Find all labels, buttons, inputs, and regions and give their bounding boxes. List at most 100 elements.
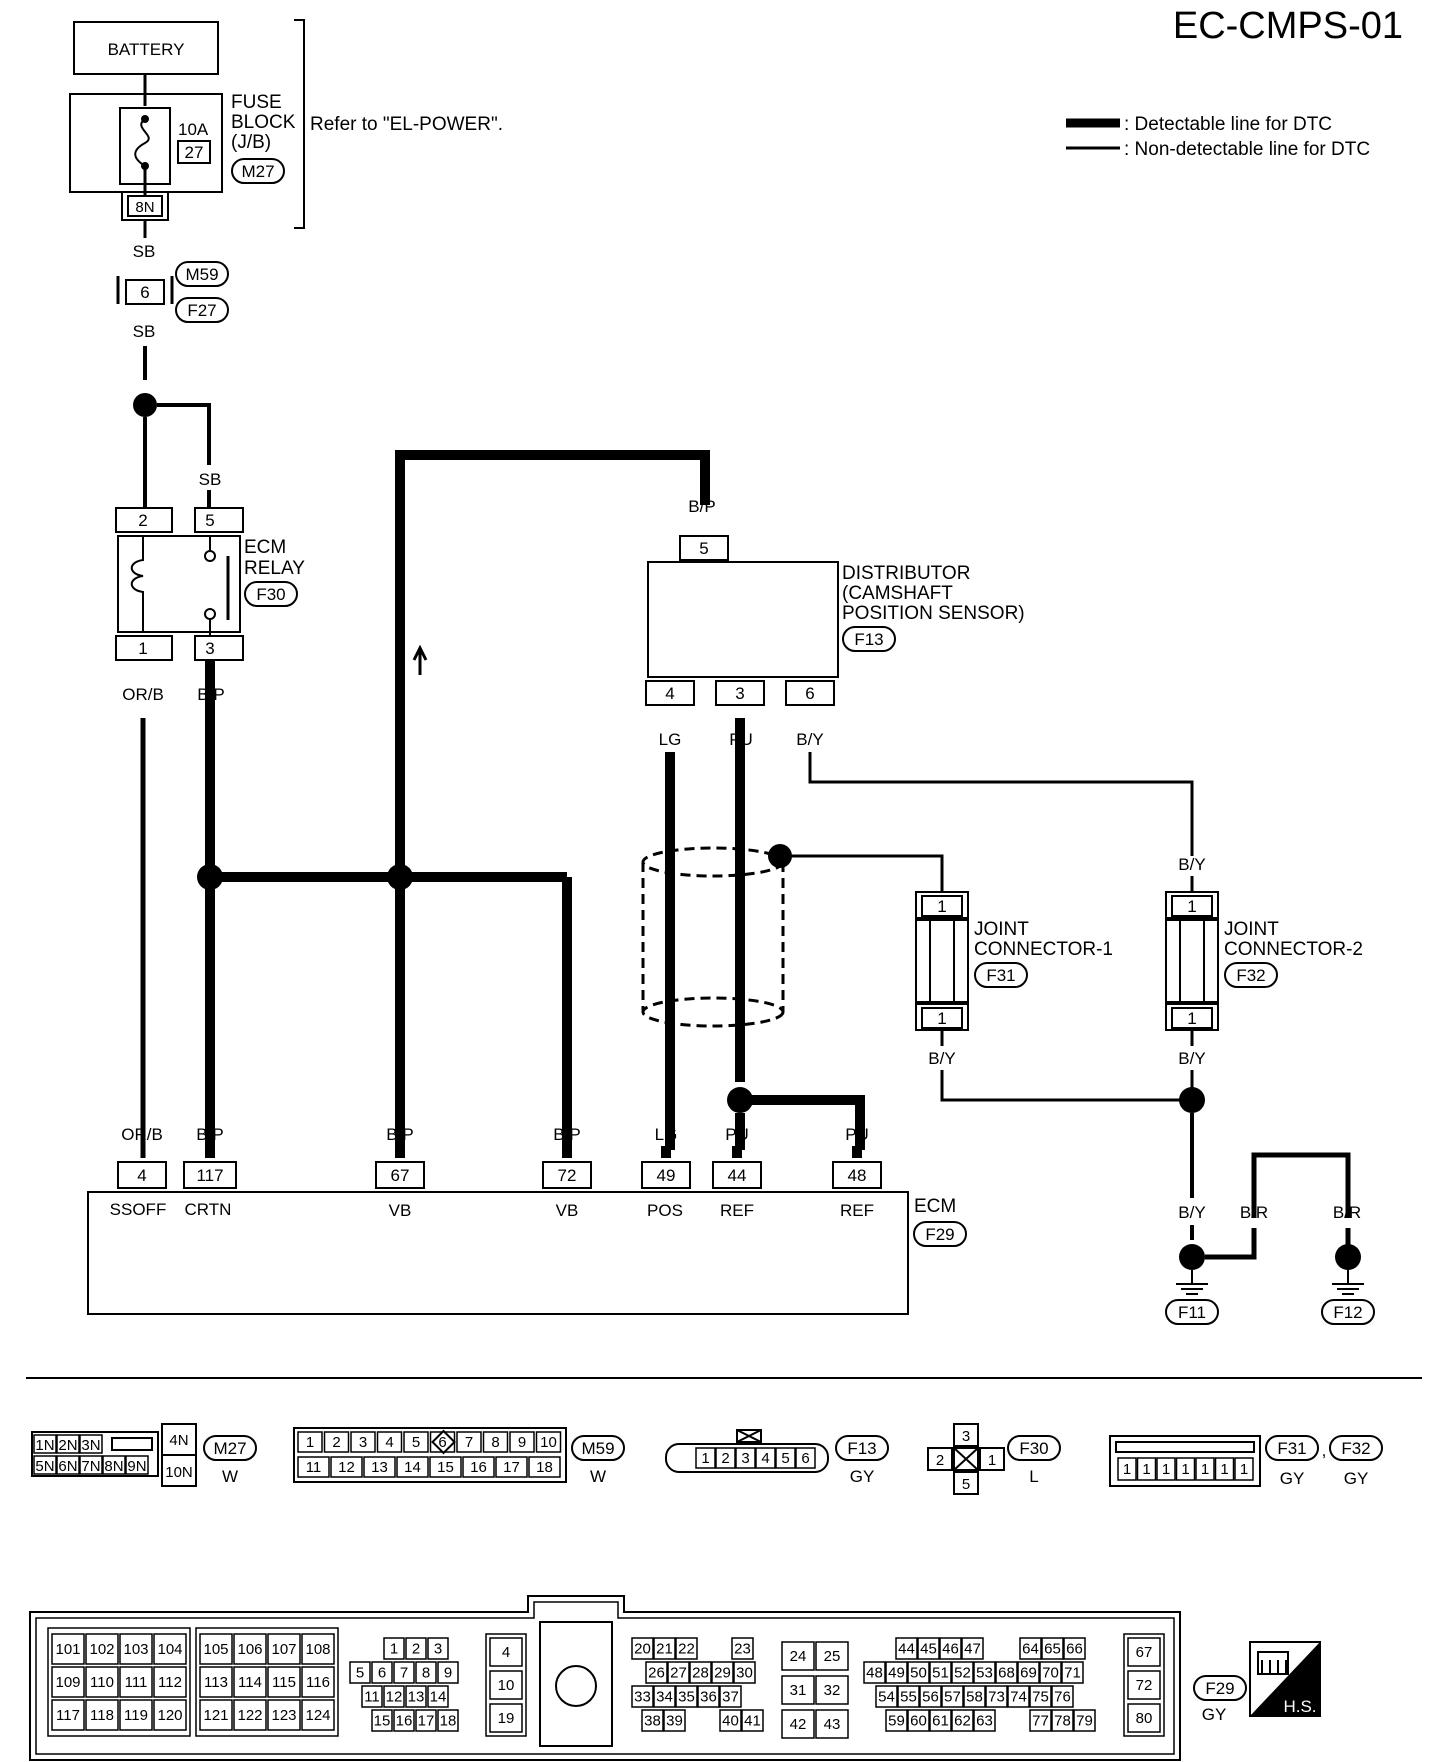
pin-cell <box>1051 1709 1074 1732</box>
fuse-block: 10A 27 FUSE BLOCK (J/B) M27 <box>69 92 296 196</box>
svg-text:PU: PU <box>845 1125 869 1144</box>
pin-number: 57 <box>944 1689 961 1706</box>
pin-number: 5 <box>356 1665 364 1682</box>
svg-text:8N: 8N <box>104 1458 123 1475</box>
svg-text:VB: VB <box>389 1201 412 1220</box>
ground-f12: F12 <box>1321 1244 1375 1325</box>
pin-number: 17 <box>418 1713 435 1730</box>
pin-cell <box>711 1661 734 1684</box>
pin-cell <box>719 1709 742 1732</box>
svg-text:M59: M59 <box>185 265 218 284</box>
pin-number: 16 <box>470 1459 487 1476</box>
pin-cell <box>301 1699 335 1731</box>
pin-cell <box>755 1447 776 1469</box>
pin-number: 18 <box>440 1713 457 1730</box>
svg-text:8N: 8N <box>135 199 154 216</box>
svg-text:B/P: B/P <box>196 1125 223 1144</box>
svg-text:117: 117 <box>196 1166 223 1185</box>
pin-cell <box>119 1633 153 1665</box>
svg-text:F32: F32 <box>1341 1439 1370 1458</box>
pin-cell <box>1127 1637 1161 1667</box>
pin-number: 50 <box>910 1665 927 1682</box>
svg-text:27: 27 <box>185 143 204 162</box>
pin-number: 3 <box>359 1434 367 1451</box>
svg-text:5: 5 <box>205 511 214 530</box>
pin-cell <box>885 1709 908 1732</box>
pin-number: 106 <box>237 1641 262 1658</box>
pin-cell <box>119 1666 153 1698</box>
pin-number: 107 <box>271 1641 296 1658</box>
pin-cell <box>735 1447 756 1469</box>
pin-cell <box>875 1685 898 1708</box>
pin-cell <box>653 1685 676 1708</box>
svg-text:F30: F30 <box>1019 1439 1048 1458</box>
svg-text:3: 3 <box>735 684 744 703</box>
pin-number: 1 <box>1240 1461 1248 1478</box>
pin-number: 6 <box>801 1450 809 1467</box>
pin-cell <box>897 1685 920 1708</box>
svg-text:1: 1 <box>937 897 946 916</box>
svg-text:GY: GY <box>1344 1469 1369 1488</box>
pin-number: 21 <box>656 1641 673 1658</box>
svg-text:W: W <box>222 1467 238 1486</box>
pin-cell <box>951 1709 974 1732</box>
pin-cell <box>631 1685 654 1708</box>
pin-cell <box>995 1661 1018 1684</box>
svg-text:CONNECTOR-2: CONNECTOR-2 <box>1224 939 1363 960</box>
pin-number: 5 <box>412 1434 420 1451</box>
pin-cell <box>199 1699 233 1731</box>
pin-cell <box>985 1685 1008 1708</box>
pin-cell <box>781 1709 815 1739</box>
pin-number: 62 <box>954 1713 971 1730</box>
svg-text:1: 1 <box>988 1452 996 1469</box>
page-code: EC-CMPS-01 <box>1173 5 1403 47</box>
pin-cell <box>509 1431 535 1453</box>
pin-cell <box>51 1699 85 1731</box>
pin-number: 12 <box>338 1459 355 1476</box>
svg-text:M59: M59 <box>581 1439 614 1458</box>
pin-number: 123 <box>271 1707 296 1724</box>
pin-cell <box>631 1637 654 1660</box>
svg-text:B/Y: B/Y <box>796 730 823 749</box>
pin-number: 67 <box>1136 1644 1153 1661</box>
pin-number: 51 <box>932 1665 949 1682</box>
svg-text:REF: REF <box>720 1201 754 1220</box>
svg-text:48: 48 <box>848 1166 867 1185</box>
pin-cell <box>1127 1703 1161 1733</box>
pin-number: 66 <box>1066 1641 1083 1658</box>
pin-cell <box>697 1685 720 1708</box>
pin-number: 1 <box>1123 1461 1131 1478</box>
pin-number: 10 <box>540 1434 557 1451</box>
svg-text:JOINT: JOINT <box>974 919 1029 940</box>
svg-text:F13: F13 <box>854 630 883 649</box>
pin-number: 12 <box>386 1689 403 1706</box>
fuse-block-label-3: (J/B) <box>231 132 271 153</box>
pin-cell <box>815 1709 849 1739</box>
pin-number: 1 <box>1142 1461 1150 1478</box>
pin-cell <box>781 1675 815 1705</box>
pin-cell <box>489 1703 523 1733</box>
pin-number: 32 <box>824 1682 841 1699</box>
svg-text:9N: 9N <box>127 1458 146 1475</box>
pin-cell <box>675 1685 698 1708</box>
pin-number: 38 <box>644 1713 661 1730</box>
pin-number: 72 <box>1136 1677 1153 1694</box>
svg-text:10A: 10A <box>178 120 209 139</box>
svg-text:LG: LG <box>655 1125 678 1144</box>
fuse-block-connector: M27 <box>241 162 274 181</box>
connector-m27: 1N 2N 3N 5N 6N 7N 8N 9N 4N 10N M27 W <box>31 1423 257 1487</box>
pin-cell <box>1136 1457 1157 1481</box>
shield <box>641 844 792 1028</box>
pin-number: 2 <box>332 1434 340 1451</box>
fuse-pin-8n: 8N <box>121 191 169 221</box>
pin-number: 78 <box>1054 1713 1071 1730</box>
pin-cell <box>939 1637 962 1660</box>
pin-number: 1 <box>701 1450 709 1467</box>
pin-number: 15 <box>374 1713 391 1730</box>
pin-cell <box>929 1661 952 1684</box>
pin-cell <box>429 1456 462 1478</box>
fuse-icon <box>134 118 150 167</box>
